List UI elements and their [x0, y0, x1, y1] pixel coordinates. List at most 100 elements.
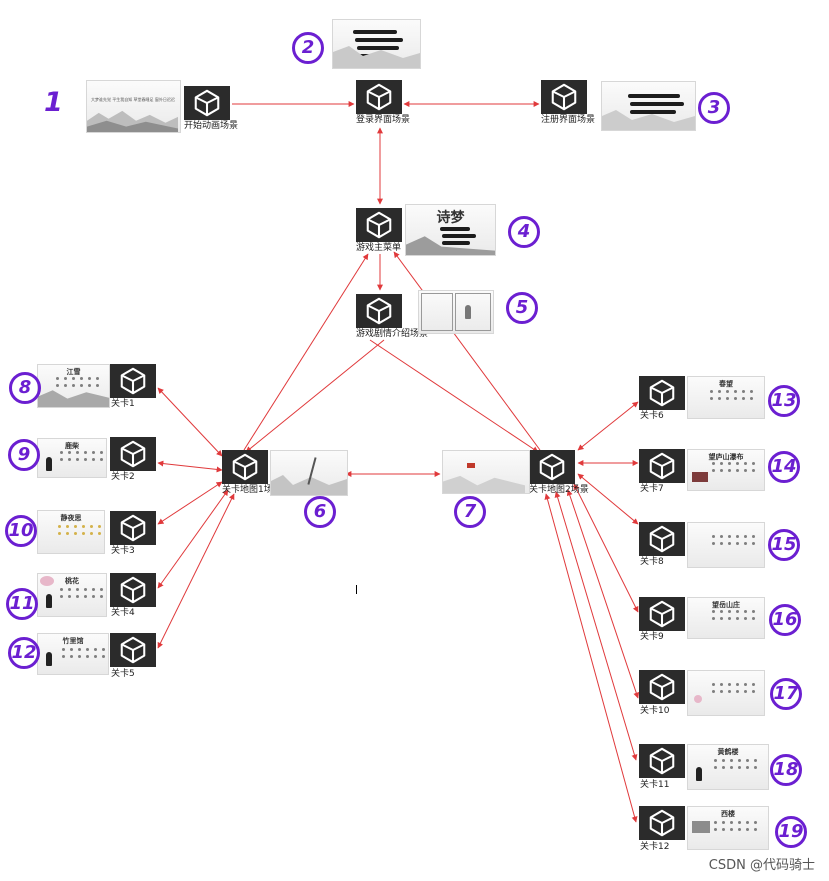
annotation-2: 2 [292, 32, 324, 64]
level8-unity-icon [639, 522, 685, 556]
arrow-map2-level6 [578, 402, 638, 450]
annotation-14: 14 [768, 451, 800, 483]
thumb-level3: 静夜思 [37, 510, 105, 554]
thumb-level10 [687, 670, 765, 716]
level12-unity-icon [639, 806, 685, 840]
level9-label: 关卡9 [640, 632, 664, 643]
arrow-map1-menu [244, 254, 368, 450]
thumb-level8 [687, 522, 765, 568]
thumb-level2: 鹿柴 [37, 438, 107, 478]
scene-story-unity-icon [356, 294, 402, 328]
annotation-7: 7 [454, 496, 486, 528]
level1-unity-icon [110, 364, 156, 398]
thumb-level12-title: 西楼 [688, 809, 768, 819]
level4-unity-icon [110, 573, 156, 607]
annotation-9: 9 [8, 439, 40, 471]
thumb-register [601, 81, 696, 131]
annotation-1: 1 [44, 88, 63, 118]
annotation-6: 6 [304, 496, 336, 528]
thumb-level9: 望岳山庄 [687, 597, 765, 639]
thumb-login [332, 19, 421, 69]
level8-label: 关卡8 [640, 557, 664, 568]
level11-unity-icon [639, 744, 685, 778]
scene-start-label: 开始动画场景 [184, 121, 238, 132]
arrow-map2-level8 [578, 474, 638, 524]
annotation-17: 17 [770, 678, 802, 710]
arrow-map2-level12 [546, 494, 636, 822]
arrow-map1-level4 [158, 490, 228, 588]
scene-map1-unity-icon [222, 450, 268, 484]
thumb-level3-title: 静夜思 [38, 513, 104, 523]
thumb-level11: 黄鹤楼 [687, 744, 769, 790]
thumb-level1: 江雪 [37, 364, 110, 408]
thumb-level12: 西楼 [687, 806, 769, 850]
scene-main-menu-unity-icon [356, 208, 402, 242]
annotation-8: 8 [9, 372, 41, 404]
annotation-4: 4 [508, 216, 540, 248]
scene-map2-unity-icon [529, 450, 575, 484]
level7-unity-icon [639, 449, 685, 483]
annotation-16: 16 [769, 604, 801, 636]
thumb-level11-title: 黄鹤楼 [688, 747, 768, 757]
scene-login-unity-icon [356, 80, 402, 114]
level9-unity-icon [639, 597, 685, 631]
watermark: CSDN @代码骑士 [709, 854, 815, 873]
arrow-map2-level10 [568, 490, 638, 698]
level4-label: 关卡4 [111, 608, 135, 619]
thumb-level7: 望庐山瀑布 [687, 449, 765, 491]
annotation-12: 12 [8, 637, 40, 669]
annotation-3: 3 [698, 92, 730, 124]
thumb-main-menu-title: 诗梦 [406, 207, 495, 227]
thumb-level7-title: 望庐山瀑布 [688, 452, 764, 462]
level10-unity-icon [639, 670, 685, 704]
level12-label: 关卡12 [640, 842, 669, 853]
thumb-map2 [442, 450, 530, 494]
level7-label: 关卡7 [640, 484, 664, 495]
arrow-map2-level9 [574, 484, 638, 612]
annotation-5: 5 [506, 292, 538, 324]
level5-unity-icon [110, 633, 156, 667]
level2-label: 关卡2 [111, 472, 135, 483]
annotation-11: 11 [6, 588, 38, 620]
thumb-start: 大梦谁先觉 平生我自知 草堂春睡足 窗外日迟迟 [86, 80, 181, 133]
thumb-level5-title: 竹里馆 [38, 636, 108, 646]
thumb-start-poem: 大梦谁先觉 平生我自知 草堂春睡足 窗外日迟迟 [91, 97, 178, 103]
level3-label: 关卡3 [111, 546, 135, 557]
level10-label: 关卡10 [640, 706, 669, 717]
annotation-18: 18 [770, 754, 802, 786]
arrow-map1-level2 [158, 463, 222, 470]
thumb-main-menu: 诗梦 [405, 204, 496, 256]
arrow-story-map1 [246, 340, 384, 452]
thumb-level9-title: 望岳山庄 [688, 600, 764, 610]
level5-label: 关卡5 [111, 669, 135, 680]
scene-start-unity-icon [184, 86, 230, 120]
scene-main-menu-label: 游戏主菜单 [356, 243, 401, 254]
level3-unity-icon [110, 511, 156, 545]
thumb-level6-title: 春望 [688, 379, 764, 389]
arrow-map2-menu [394, 252, 540, 450]
level2-unity-icon [110, 437, 156, 471]
thumb-level2-title: 鹿柴 [38, 441, 106, 451]
annotation-13: 13 [768, 385, 800, 417]
annotation-10: 10 [5, 515, 37, 547]
annotation-15: 15 [768, 529, 800, 561]
scene-map2-label: 关卡地图2场景 [529, 485, 589, 496]
thumb-story [418, 290, 494, 334]
level6-label: 关卡6 [640, 411, 664, 422]
arrow-story-map2 [370, 340, 538, 452]
scene-register-label: 注册界面场景 [541, 115, 595, 126]
level11-label: 关卡11 [640, 780, 669, 791]
arrow-map1-level3 [158, 482, 222, 524]
arrow-map2-level11 [556, 492, 636, 760]
thumb-level6: 春望 [687, 376, 765, 419]
arrow-map1-level1 [158, 388, 222, 456]
annotation-19: 19 [775, 816, 807, 848]
thumb-level1-title: 江雪 [38, 367, 109, 377]
scene-login-label: 登录界面场景 [356, 115, 410, 126]
text-cursor [356, 585, 357, 594]
thumb-level5: 竹里馆 [37, 633, 109, 675]
level1-label: 关卡1 [111, 399, 135, 410]
level6-unity-icon [639, 376, 685, 410]
thumb-map1 [270, 450, 348, 496]
thumb-level4: 桃花 [37, 573, 107, 617]
